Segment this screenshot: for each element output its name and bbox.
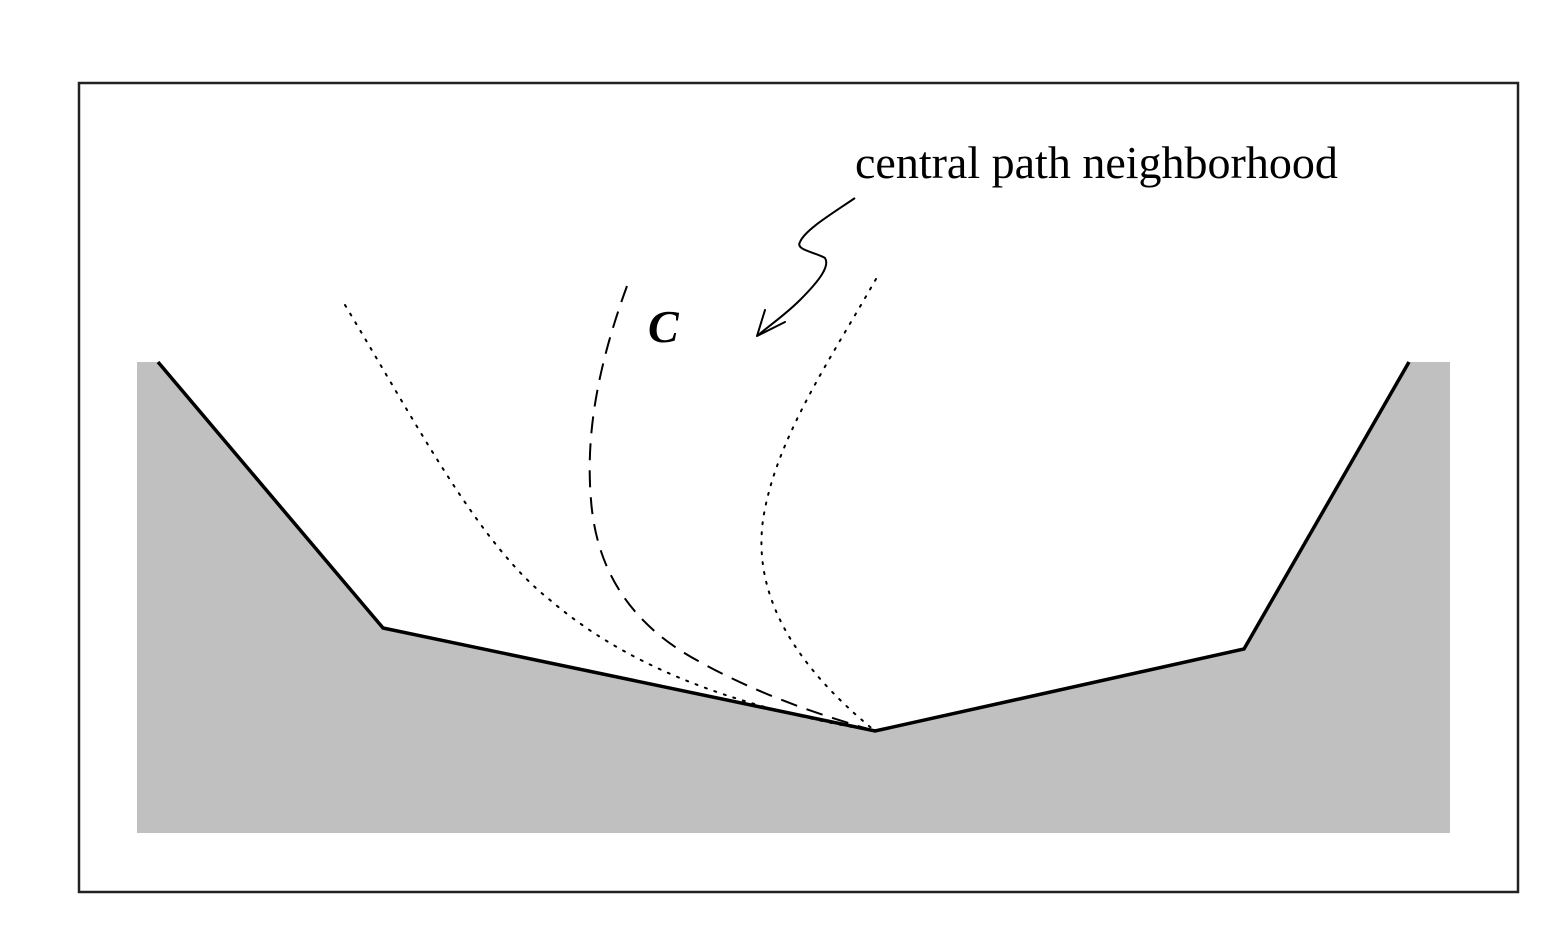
figure-frame [77,81,1520,894]
neighborhood-boundary-right [760,278,877,732]
curve-label-c: C [648,301,680,352]
neighborhood-boundary-left [344,304,876,732]
constraint-boundary [156,360,1411,733]
annotation-pointer-arrowhead-icon [756,309,786,337]
feasible-region [137,362,1450,833]
central-path-curve [588,285,876,732]
annotation-pointer-line [756,197,856,337]
neighborhood-annotation-label: central path neighborhood [855,137,1338,188]
